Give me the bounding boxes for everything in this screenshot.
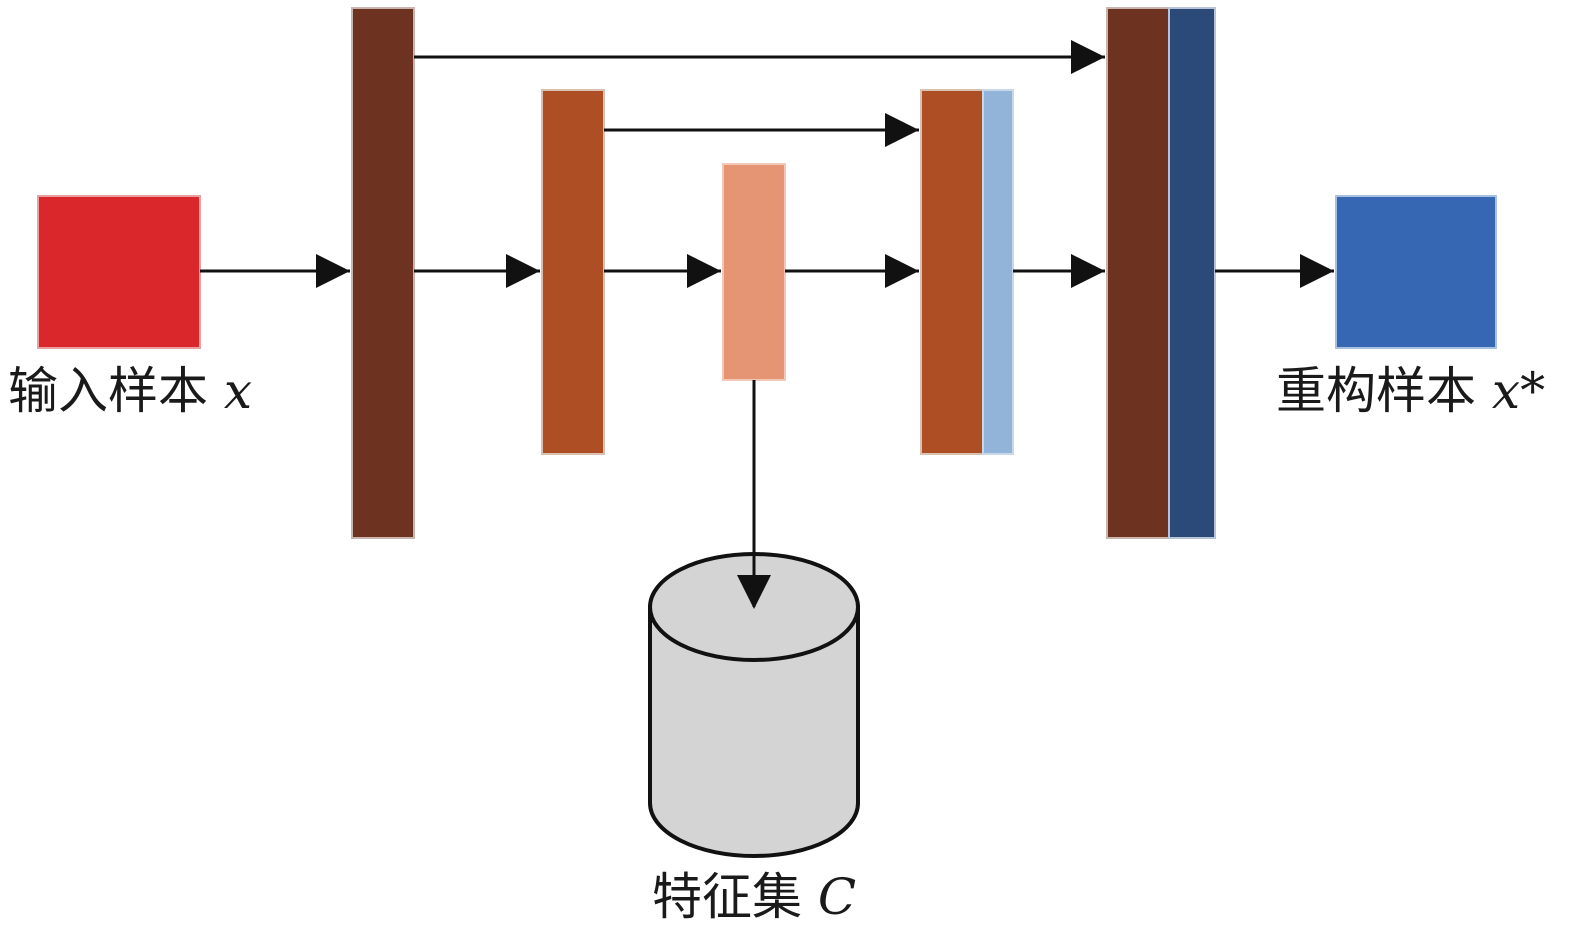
arrowhead-4 <box>885 254 919 288</box>
arrowhead-1 <box>316 254 350 288</box>
arrowhead-features <box>737 575 771 609</box>
input-block <box>37 195 201 349</box>
encoder-block-1 <box>351 7 415 539</box>
arrowhead-2 <box>506 254 540 288</box>
input-sample-variable: x <box>223 362 253 420</box>
reconstructed-sample-label: 重构样本 x* <box>1276 366 1545 416</box>
feature-set-cylinder <box>648 552 860 858</box>
input-sample-text: 输入样本 <box>8 362 208 420</box>
cylinder-body <box>648 605 860 858</box>
decoder-block-1-upsample <box>1168 7 1216 539</box>
decoder-block-2-skip <box>920 89 984 455</box>
feature-set-label: 特征集 C <box>652 872 856 922</box>
reconstructed-sample-text: 重构样本 <box>1276 362 1476 420</box>
arrowhead-3 <box>687 254 721 288</box>
decoder-block-2-upsample <box>982 89 1014 455</box>
feature-set-text: 特征集 <box>652 868 802 926</box>
decoder-block-1-skip <box>1106 7 1170 539</box>
arrowhead-6 <box>1300 254 1334 288</box>
arrowhead-5 <box>1071 254 1105 288</box>
feature-set-variable: C <box>817 868 857 926</box>
encoder-block-2 <box>541 89 605 455</box>
output-block <box>1335 195 1497 349</box>
input-sample-label: 输入样本 x <box>8 366 252 416</box>
reconstructed-sample-variable: x* <box>1491 362 1546 420</box>
arrowhead-skip-inner <box>885 113 919 147</box>
bottleneck-block <box>722 163 786 381</box>
arrowhead-skip-outer <box>1071 40 1105 74</box>
